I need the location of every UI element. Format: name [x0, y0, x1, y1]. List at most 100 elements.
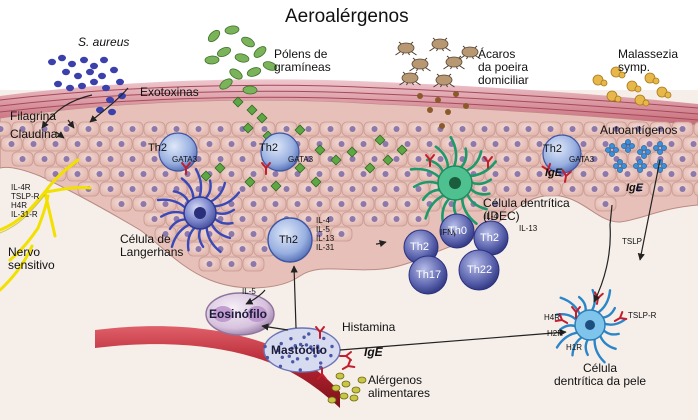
keratinocyte-nucleus [602, 141, 609, 147]
keratinocyte-nucleus [239, 246, 246, 252]
food-allergen [351, 386, 361, 394]
keratinocyte-nucleus [393, 156, 400, 162]
pollen-fragment [200, 170, 212, 182]
keratinocyte-nucleus [107, 126, 114, 132]
langerhans-cell [156, 167, 241, 254]
gata3-b-label: GATA3 [288, 155, 314, 164]
th2-a-label: Th2 [148, 142, 167, 154]
alergenos-label: Alérgenos alimentares [368, 373, 431, 400]
mast-granule [291, 360, 295, 364]
pollen-fragment [294, 162, 306, 174]
pollen-grain [229, 68, 243, 80]
keratinocyte-nucleus [19, 156, 26, 162]
keratinocyte-nucleus [107, 186, 114, 192]
mast-granule [322, 336, 326, 341]
il5-label: IL-5 [242, 287, 256, 296]
keratinocyte-nucleus [228, 171, 235, 177]
mast-granule [295, 357, 300, 361]
keratinocyte-nucleus [250, 171, 257, 177]
keratinocyte-nucleus [206, 141, 213, 147]
pollen-grain [219, 78, 233, 90]
s-aureus-label: S. aureus [78, 35, 130, 49]
pollen-fragment [242, 122, 254, 134]
th2-c-label: Th2 [543, 143, 562, 155]
th2-d-label: Th2 [410, 241, 429, 253]
malassezia-yeast [592, 66, 672, 107]
keratinocyte-nucleus [118, 201, 125, 207]
pathway-arrows [41, 87, 661, 351]
ige-y [181, 162, 191, 175]
dc-skin-label: Célula dentrítica da pele [553, 361, 647, 388]
malassezia-bud [618, 71, 626, 79]
keratinocyte-nucleus [525, 156, 532, 162]
keratinocyte-nucleus [283, 186, 290, 192]
keratinocyte-nucleus [239, 186, 246, 192]
keratinocyte-nucleus [415, 126, 422, 132]
histamina-label: Histamina [342, 320, 396, 334]
keratinocyte-nucleus [371, 156, 378, 162]
keratinocyte-nucleus [228, 261, 235, 267]
keratinocyte-nucleus [8, 141, 15, 147]
s-aureus-cell [58, 54, 66, 62]
ige-mast-label: IgE [364, 345, 383, 359]
malassezia-label: Malassezia symp. [618, 47, 679, 74]
ige-y [561, 169, 572, 183]
mast-granule [276, 348, 280, 353]
keratinocyte-nucleus [195, 126, 202, 132]
malassezia-bud [600, 79, 608, 87]
keratinocyte-nucleus [85, 156, 92, 162]
mast-granule [330, 344, 334, 349]
keratinocyte-nucleus [437, 156, 444, 162]
acaros-label: Ácaros da poeira domiciliar [478, 47, 529, 87]
mite-particle [435, 97, 441, 103]
pollen-grain [241, 36, 255, 48]
s-aureus-cell [86, 68, 94, 76]
pollen-fragment [214, 162, 226, 174]
s-aureus-cell [116, 78, 124, 86]
keratinocyte-nucleus [338, 201, 345, 207]
ige-y [341, 359, 356, 370]
dust-mite [429, 37, 451, 52]
keratinocyte-nucleus [305, 216, 312, 222]
food-allergen [335, 372, 345, 380]
keratinocyte-nucleus [602, 171, 609, 177]
s-aureus-cell [108, 108, 116, 116]
mast-granule [280, 355, 285, 360]
keratinocyte-nucleus [591, 126, 598, 132]
keratinocyte-nucleus [206, 261, 213, 267]
malassezia-bud [642, 99, 650, 107]
ige-right-label: IgE [626, 182, 644, 194]
keratinocyte-nucleus [41, 156, 48, 162]
keratinocyte-nucleus [349, 126, 356, 132]
keratinocyte-nucleus [338, 231, 345, 237]
keratinocyte-nucleus [19, 126, 26, 132]
pollen-grain [234, 53, 250, 63]
keratinocyte-nucleus [360, 201, 367, 207]
dust-mite [395, 41, 417, 56]
keratinocyte-nucleus [85, 126, 92, 132]
food-allergen [357, 376, 367, 384]
malassezia-bud [652, 77, 660, 85]
mite-particle [453, 91, 459, 97]
dust-mites [395, 37, 481, 129]
keratinocyte-nucleus [228, 201, 235, 207]
keratinocyte-nucleus [261, 246, 268, 252]
keratinocyte-nucleus [591, 186, 598, 192]
pollen-fragment [232, 96, 244, 108]
keratinocyte [0, 121, 12, 137]
keratinocyte-nucleus [217, 156, 224, 162]
h4r-label: H4R [544, 313, 561, 322]
s-aureus-cell [74, 72, 82, 80]
dust-mite [409, 57, 431, 72]
keratinocyte-nucleus [569, 126, 576, 132]
mite-particle [417, 93, 423, 99]
keratinocyte-nucleus [239, 216, 246, 222]
autoantigens [605, 139, 667, 173]
ige-y [261, 162, 271, 175]
dust-mite [433, 73, 455, 88]
keratinocyte-nucleus [382, 171, 389, 177]
pollen-fragment [310, 176, 322, 188]
nerve-receptor-il31r: IL-31-R [11, 210, 38, 219]
ifn-label: IFNγ [440, 228, 457, 237]
